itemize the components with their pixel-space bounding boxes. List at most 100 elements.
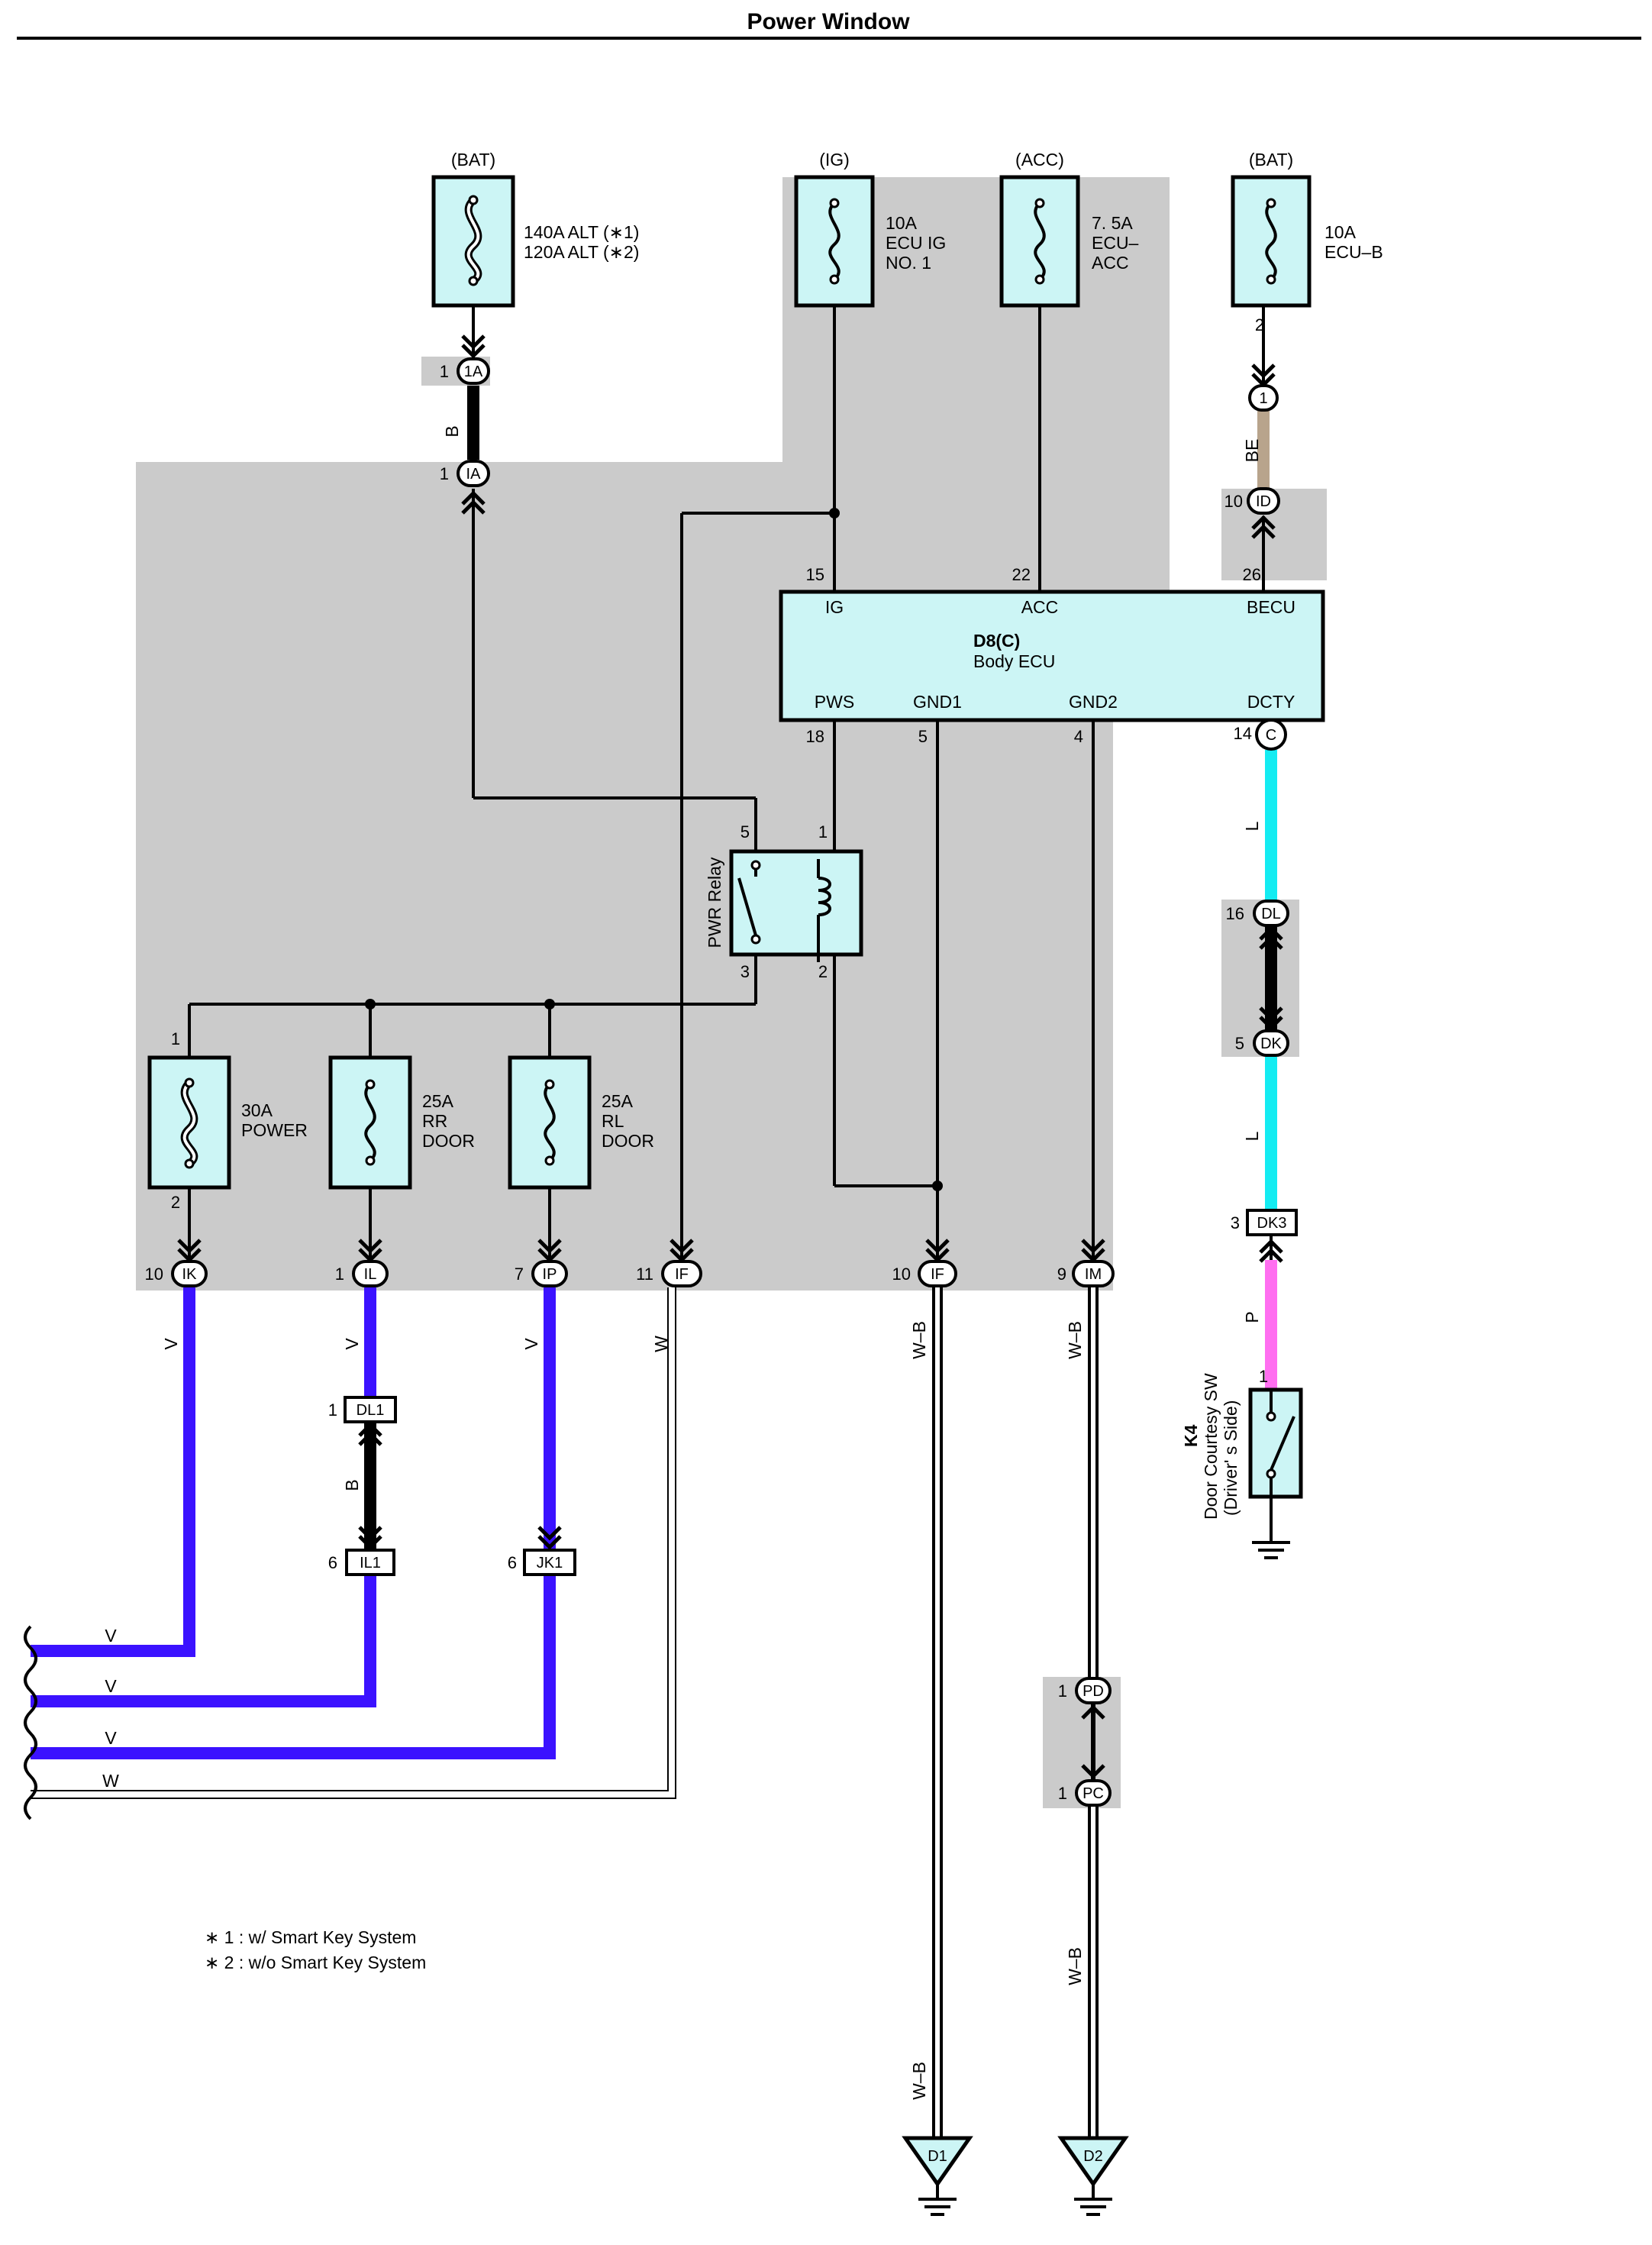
connector-il: IL 1 [335,1260,389,1287]
fuse-power-name: POWER [241,1120,308,1140]
connector-1a-id: 1A [464,363,483,380]
fuse-ecu-b: 10A ECU–B [1231,175,1383,308]
connector-ik-id: IK [182,1266,198,1283]
connector-dk-pin: 5 [1235,1034,1244,1053]
connector-ia-pin: 1 [440,464,449,483]
fuse-alt-label-2: 120A ALT (∗2) [524,242,639,262]
wire-label-b-1: B [442,425,462,437]
switch-name: Door Courtesy SW [1201,1373,1221,1520]
ecu-dcty-connector: C [1266,727,1276,744]
ecu-pin-pws-label: PWS [815,692,854,712]
door-courtesy-switch: 1 K4 Door Courtesy SW (Driver' s Side) [1181,1367,1303,1520]
relay-pin-5: 5 [740,822,750,841]
ecu-pin-22: 22 [1012,565,1031,584]
connector-dl1-pin: 1 [328,1400,337,1420]
pwr-relay: PWR Relay 5 1 3 2 [705,822,863,981]
fuse-rl-door-suffix: DOOR [602,1131,654,1151]
connector-ik-pin: 10 [145,1265,163,1284]
connector-ia: IA 1 [440,460,490,487]
ground-d2-label: D2 [1083,2148,1103,2165]
connector-pd-pin: 1 [1058,1681,1067,1701]
connector-id-pin: 10 [1224,492,1243,511]
ecu-pin-18: 18 [806,727,824,746]
wire-label-p: P [1242,1311,1262,1323]
ecu-pin-dcty-label: DCTY [1247,692,1295,712]
connector-1-id: 1 [1259,390,1267,407]
connector-im-id: IM [1085,1266,1102,1283]
connector-dl1: DL1 1 [328,1396,397,1423]
connector-1: 1 [1248,384,1279,412]
wires [24,286,1277,2137]
connector-dk: DK 5 [1235,1029,1289,1057]
ground-d1-label: D1 [928,2148,947,2165]
fuse-ecu-b-name: ECU–B [1325,242,1383,262]
connector-if-11-pin: 11 [636,1265,653,1284]
output-wire-label-4: W [102,1771,119,1791]
connector-pc-id: PC [1083,1785,1104,1802]
junction-block-shading [136,177,1327,1808]
fuse-alt: 140A ALT (∗1) 120A ALT (∗2) [431,175,639,308]
source-bat-1: (BAT) [451,150,495,170]
connector-if-11: IF 11 [636,1260,702,1287]
connector-jk1-pin: 6 [508,1553,517,1572]
wire-label-wb-2: W–B [1065,1321,1085,1359]
relay-pin-1: 1 [818,822,828,841]
ecu-pin-26: 26 [1243,565,1261,584]
wire-label-wb-4: W–B [909,2062,929,2100]
fuse-rl-door: 25A RL DOOR [508,1055,654,1190]
connector-if-10-id: IF [931,1266,944,1283]
relay-pin-3: 3 [740,962,750,981]
wire-label-wb-3: W–B [1065,1947,1085,1985]
connector-pc: PC 1 [1058,1779,1112,1807]
fuse-rr-door-suffix: DOOR [422,1131,475,1151]
fuse-ecu-ig: 10A ECU IG NO. 1 [794,175,946,308]
connector-il-pin: 1 [335,1265,344,1284]
wire-label-l-2: L [1242,1131,1262,1141]
fuse-rr-door-amp: 25A [422,1091,454,1111]
wire-label-b-dl1: B [342,1479,362,1491]
connector-ip-pin: 7 [515,1265,524,1284]
connector-dk3-id: DK3 [1257,1215,1287,1232]
connector-im: IM 9 [1057,1260,1115,1287]
note-2: ∗ 2 : w/o Smart Key System [205,1953,426,1972]
connector-dl-id: DL [1261,906,1281,922]
connector-dk3-pin: 3 [1231,1213,1240,1232]
ground-point-d2: D2 [1057,2136,1129,2188]
power-fuse-pin-1: 1 [171,1029,180,1048]
wire-label-l-1: L [1242,821,1262,831]
body-ecu: IG ACC BECU D8(C) Body ECU PWS GND1 GND2… [779,565,1325,751]
fuse-power-amp: 30A [241,1100,273,1120]
fuse-rl-door-amp: 25A [602,1091,634,1111]
fuse-ecu-b-amp: 10A [1325,222,1357,242]
fuse-rr-door: 25A RR DOOR [328,1055,475,1190]
wire-label-v-ik: V [161,1338,181,1350]
connector-ia-id: IA [466,466,482,483]
note-1: ∗ 1 : w/ Smart Key System [205,1927,416,1947]
connector-jk1-id: JK1 [537,1555,563,1572]
connector-jk1: JK1 6 [508,1549,576,1576]
fuse-ecu-ig-name: ECU IG [886,233,946,253]
ecu-pin-becu-label: BECU [1247,597,1295,617]
connector-il-id: IL [364,1266,377,1283]
fuse-ecu-acc-suffix: ACC [1092,253,1129,273]
connector-dl1-id: DL1 [357,1402,385,1419]
connector-1a-pin: 1 [440,362,449,381]
ecu-pin-gnd1-label: GND1 [913,692,962,712]
connector-dl-pin: 16 [1226,904,1244,923]
switch-pin-1: 1 [1259,1367,1268,1386]
source-ig: (IG) [819,150,850,170]
ecu-ref: D8(C) [973,631,1020,651]
switch-side: (Driver' s Side) [1221,1400,1241,1516]
fuse-ecu-acc-name: ECU– [1092,233,1139,253]
fuse-alt-label-1: 140A ALT (∗1) [524,222,639,242]
fuse-ecu-ig-no: NO. 1 [886,253,931,273]
page-title: Power Window [747,9,910,34]
switch-ref: K4 [1181,1424,1201,1447]
connector-il1-id: IL1 [360,1555,381,1572]
fuse-ecu-acc-amp: 7. 5A [1092,213,1133,233]
connector-id: ID 10 [1224,487,1280,515]
connector-pd: PD 1 [1058,1677,1112,1704]
wire-label-v-il: V [342,1338,362,1350]
relay-pin-2: 2 [818,962,828,981]
junction-dots [365,508,943,1191]
